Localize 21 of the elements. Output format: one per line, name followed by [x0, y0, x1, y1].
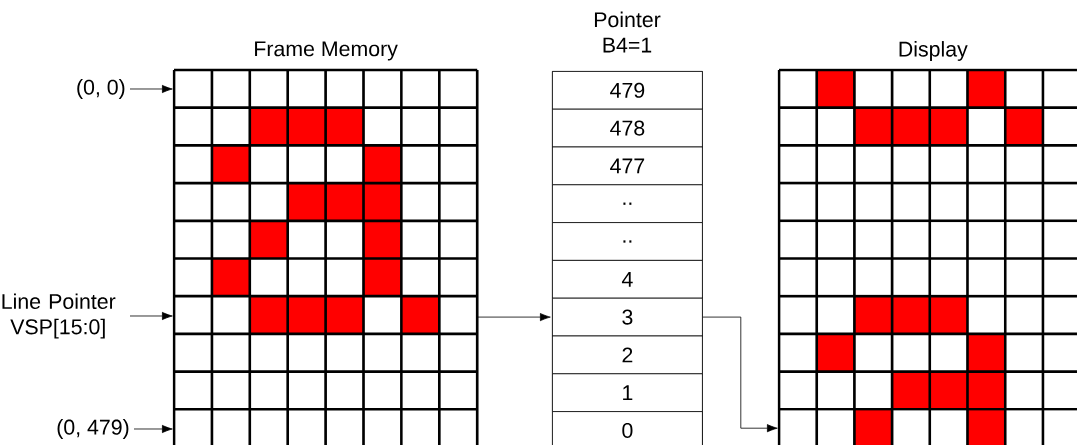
grid-heading: Frame Memory: [255, 41, 398, 61]
table-cell: 477: [552, 146, 703, 186]
table-heading: Pointer B4=1: [594, 11, 661, 53]
table-cell: ..: [552, 222, 703, 261]
table-cell: 1: [552, 373, 703, 412]
table-cell: 479: [552, 71, 703, 110]
arrow: [477, 313, 551, 322]
arrow: [129, 311, 173, 321]
arrow: [702, 316, 778, 433]
table-cell: 3: [552, 297, 703, 337]
table-cell: 0: [552, 411, 703, 445]
table-cell: ..: [552, 184, 703, 223]
table-cell: 2: [552, 335, 703, 375]
grid-heading: Display: [899, 41, 968, 61]
table-cell: 478: [552, 108, 703, 148]
arrow: [133, 424, 173, 434]
row-label: (0, 0): [77, 79, 125, 99]
table-cell: 4: [552, 260, 703, 299]
row-label: (0, 479): [57, 419, 129, 439]
row-label: Line Pointer VSP[15:0]: [2, 293, 116, 339]
arrow: [129, 84, 173, 94]
